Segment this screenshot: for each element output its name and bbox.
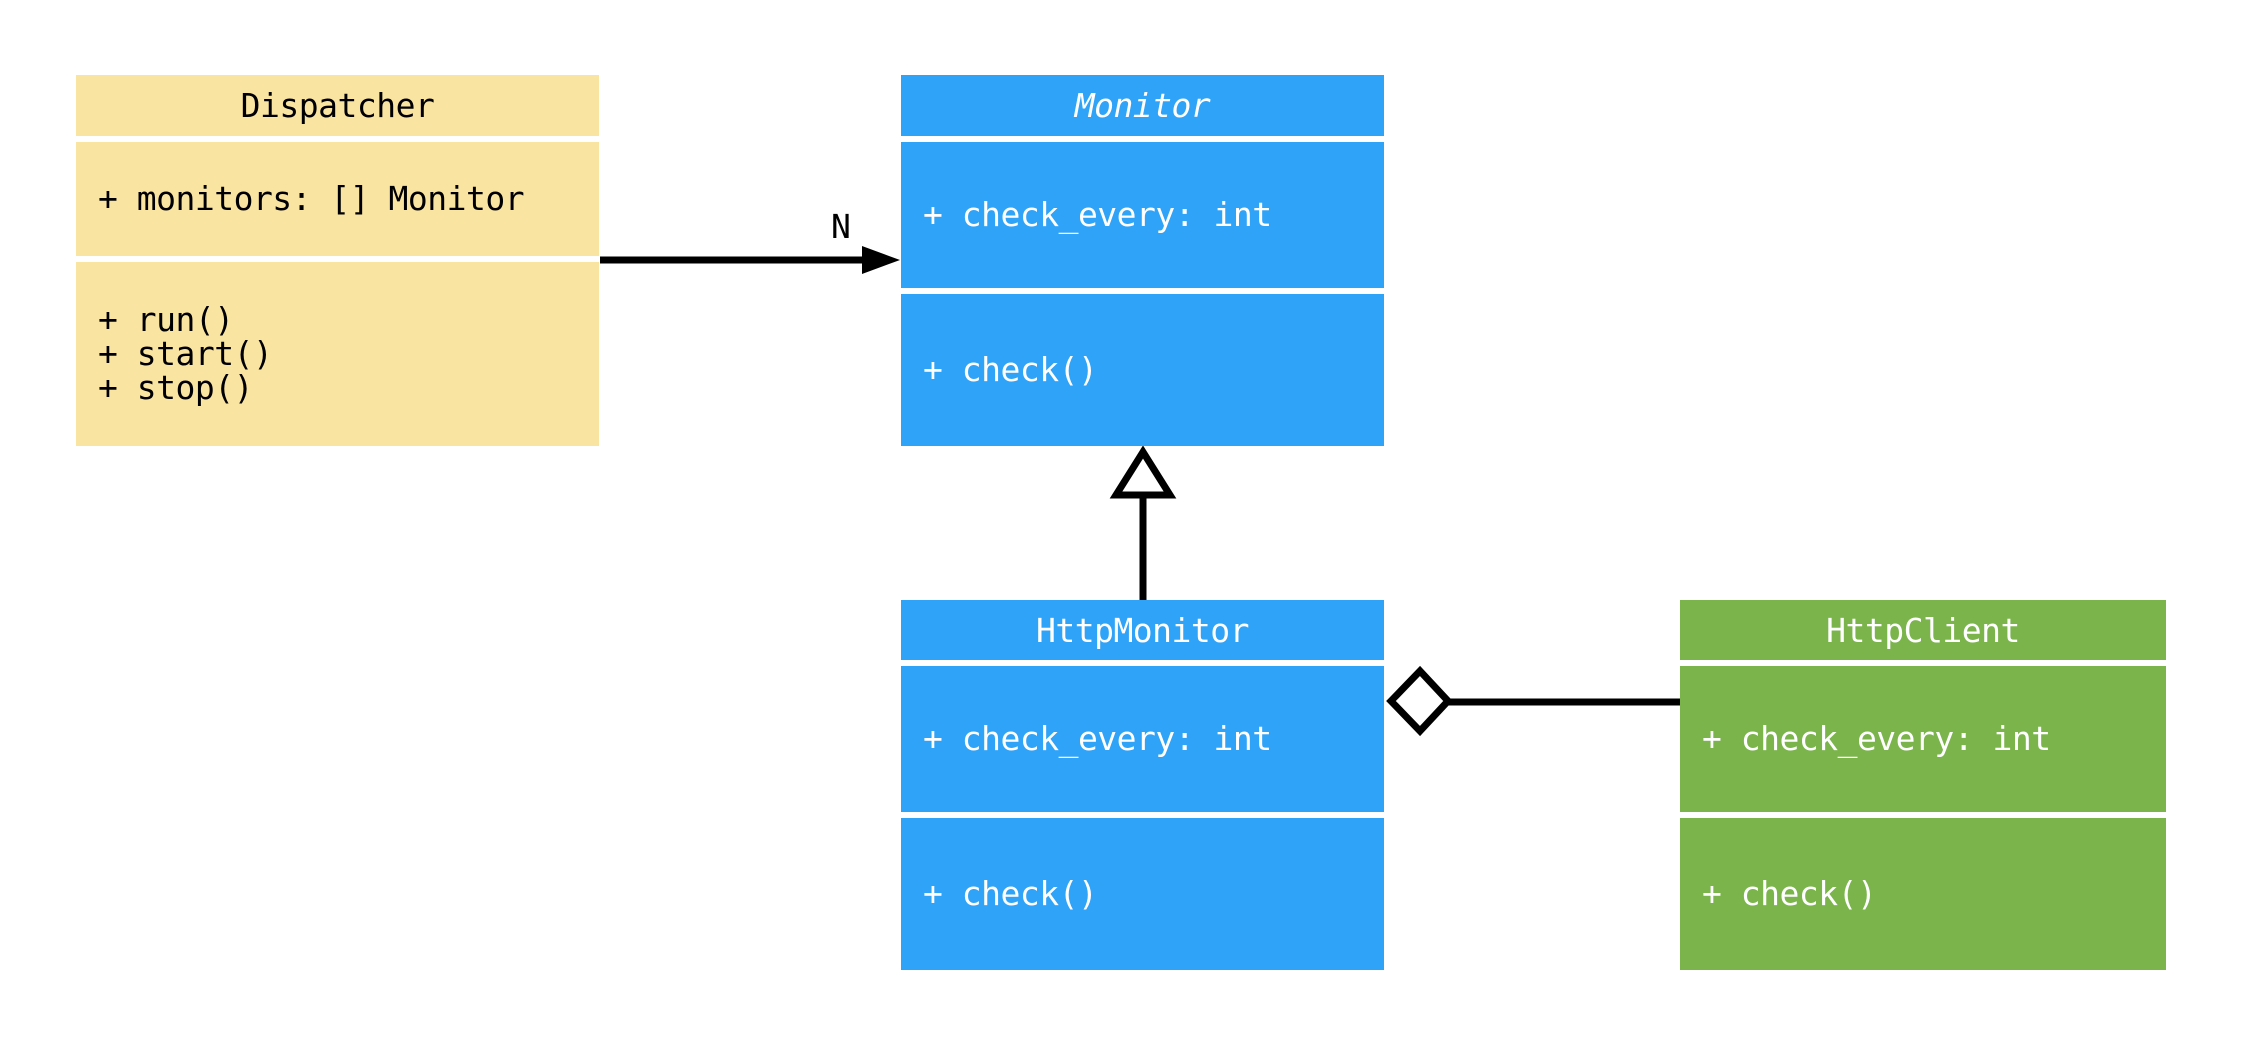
class-dispatcher: Dispatcher + monitors: [] Monitor + run(…: [76, 75, 599, 446]
method-item: + stop(): [98, 368, 253, 407]
class-http-monitor: HttpMonitor + check_every: int + check(): [901, 600, 1384, 970]
class-http-monitor-attributes: + check_every: int: [901, 666, 1384, 812]
class-http-client-attributes: + check_every: int: [1680, 666, 2166, 812]
method-item: + run(): [98, 300, 234, 339]
method-item: + check(): [1702, 874, 1877, 913]
class-monitor-attributes: + check_every: int: [901, 142, 1384, 288]
class-dispatcher-title: Dispatcher: [76, 75, 599, 136]
method-item: + check(): [923, 874, 1098, 913]
aggregation-connector: [1386, 665, 1681, 737]
class-http-monitor-methods: + check(): [901, 818, 1384, 970]
method-item: + check(): [923, 350, 1098, 389]
hollow-triangle-icon: [1109, 445, 1177, 499]
hollow-diamond-icon: [1386, 665, 1453, 737]
inheritance-arrow: [1109, 445, 1177, 601]
filled-arrowhead-icon: [862, 246, 900, 274]
class-http-client-title: HttpClient: [1680, 600, 2166, 660]
class-monitor-methods: + check(): [901, 294, 1384, 446]
class-http-client: HttpClient + check_every: int + check(): [1680, 600, 2166, 970]
class-monitor: Monitor + check_every: int + check(): [901, 75, 1384, 446]
class-monitor-title: Monitor: [901, 75, 1384, 136]
attribute-item: + monitors: [] Monitor: [98, 179, 525, 218]
class-http-client-methods: + check(): [1680, 818, 2166, 970]
attribute-item: + check_every: int: [923, 719, 1272, 758]
attribute-item: + check_every: int: [1702, 719, 2051, 758]
association-multiplicity-label: N: [831, 207, 851, 246]
attribute-item: + check_every: int: [923, 195, 1272, 234]
association-arrow: [600, 246, 900, 274]
class-dispatcher-attributes: + monitors: [] Monitor: [76, 142, 599, 256]
class-http-monitor-title: HttpMonitor: [901, 600, 1384, 660]
method-item: + start(): [98, 334, 273, 373]
class-dispatcher-methods: + run() + start() + stop(): [76, 262, 599, 446]
